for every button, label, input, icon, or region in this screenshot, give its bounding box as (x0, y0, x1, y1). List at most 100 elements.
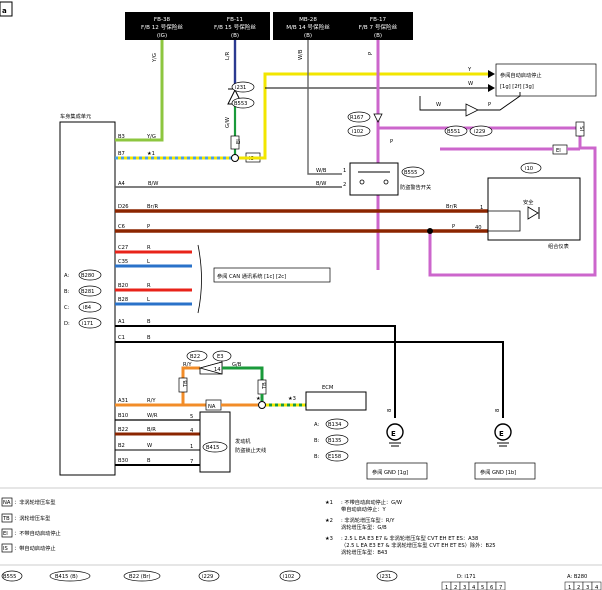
wire-c1-b (115, 341, 504, 418)
pin-e4: 4 (190, 428, 194, 434)
ref-remote-label: 参阅自动启动停止 (500, 71, 542, 79)
bcm-pin-b20: B20 (118, 283, 128, 289)
ecm-box (305, 391, 367, 411)
bcm-pin-c1: C1 (118, 335, 125, 341)
diode-b551-icon (465, 103, 479, 117)
conn-r167: R167 (350, 115, 364, 121)
bottom-pin-3: 4 (472, 585, 476, 590)
pin-sw1: 1 (343, 168, 346, 174)
note-0-line-1: 带自动启动停止：Y (341, 505, 387, 513)
note-0-line-0: : 不带自动启动停止：G/W (341, 498, 402, 506)
conn-b281: B281 (81, 289, 94, 295)
bottom-pin-1: 2 (454, 585, 457, 590)
ground-symbol-2: E (494, 423, 512, 447)
wire-w-label: W (468, 81, 473, 87)
fuse-fb38-line2: F/B 12 号保险丝 (141, 23, 183, 31)
bcm-pin-c6: C6 (118, 224, 125, 230)
wire-c27-label: R (147, 245, 151, 251)
wire-wb-label-vert: W/B (298, 49, 304, 60)
wire-b10-label: W/R (147, 413, 158, 419)
bcm-pin-c27: C27 (118, 245, 128, 251)
conn-b553: B553 (234, 101, 247, 107)
bottom-pin-8: 2 (577, 585, 580, 590)
diode-r167-icon (373, 113, 383, 123)
wire-gb-label: G/B (232, 362, 242, 368)
combination-meter-label: 组合仪表 (548, 242, 570, 250)
conn-b135: B135 (328, 438, 341, 444)
bcm-letter-d: D: (64, 321, 70, 327)
ref-remote-pages: [1g] [2f] [3g] (500, 84, 534, 90)
bottom-connector-strip: B555 B415 (B) B22 (Br) i229 i102 i231 D:… (1, 570, 602, 590)
security-led-icon (527, 206, 539, 220)
legend-text-1: ：涡轮增压车型 (14, 514, 50, 522)
bottom-pin-4: 5 (481, 585, 484, 590)
pin-e5: 5 (190, 414, 193, 420)
bcm-pin-a1: A1 (118, 319, 125, 325)
wire-b28-label: L (147, 297, 150, 303)
ecm-label: ECM (322, 385, 333, 391)
note-2-mark: ★3 (325, 536, 333, 542)
bcm-letter-b: B: (64, 289, 70, 295)
alarm-switch (349, 162, 399, 196)
bcm-pin-c35: C35 (118, 259, 128, 265)
legend-text-0: ：非涡轮增压车型 (14, 498, 56, 506)
fuse-box-fb11: FB-11 F/B 15 号保险丝 (B) (200, 12, 270, 40)
bottom-pin-10: 4 (595, 585, 599, 590)
gnd-symbol-1: E (391, 430, 396, 438)
fuse-fb17-line1: FB-17 (370, 17, 387, 23)
fuse-box-mb28: MB-28 M/B 14 号保险丝 (B) (273, 12, 343, 40)
gnd-ref-2: 参阅 GND [1b] (480, 468, 516, 476)
pin-m1: 1 (480, 205, 483, 211)
bottom-conn-0: B555 (3, 574, 16, 580)
wire-ry-tb-label: R/Y (183, 362, 192, 368)
fuse-fb17-line3: (B) (374, 33, 382, 39)
fuse-mb28-line3: (B) (304, 33, 312, 39)
wire-p-c6-label-2: P (452, 224, 455, 230)
bottom-conn-7: A: B280 (567, 574, 587, 580)
fuse-fb38-line3: (IG) (157, 33, 167, 39)
legend-tag-3: IS (3, 546, 8, 552)
note-2-line-0: : 2.5 L EA E3 E7 & 非涡轮增压车型 CVT EH ET ES：… (341, 534, 478, 542)
fuse-fb11-line2: F/B 15 号保险丝 (214, 23, 256, 31)
conn-i229: i229 (474, 129, 485, 135)
bottom-pin-9: 3 (586, 585, 589, 590)
bottom-pin-2: 3 (463, 585, 466, 590)
star1-b7: ★1 (147, 151, 155, 157)
bcm-pin-a31: A31 (118, 398, 128, 404)
immobilizer-antenna (199, 411, 231, 473)
note-1-line-0: : 非涡轮增压车型：R/Y (341, 516, 395, 524)
bottom-pin-7: 1 (568, 585, 571, 590)
mark-na: NA (208, 404, 216, 410)
fuse-mb28-line1: MB-28 (299, 17, 317, 23)
wire-c1-label: B (147, 335, 151, 341)
star2: ★2 (256, 396, 264, 402)
engine-label-1: 发动机 (235, 437, 251, 445)
conn-i231: i231 (235, 85, 246, 91)
wire-b20-label: R (147, 283, 151, 289)
alarm-switch-label: 防盗警告开关 (400, 183, 431, 191)
conn-e158: E158 (328, 454, 341, 460)
conn-b22: B22 (190, 354, 200, 360)
bottom-conn-6: D: i171 (457, 574, 476, 580)
mark-is-2: IS (580, 126, 586, 131)
conn-b551: B551 (447, 129, 460, 135)
wire-w-loop-label: W (436, 102, 441, 108)
bcm-pin-d26: D26 (118, 204, 129, 210)
pin-e1: 1 (190, 444, 193, 450)
bcm-pin-b10: B10 (118, 413, 128, 419)
note-2-line-1: （2.5 L EA E3 E7 & 非涡轮增压车型 CVT EH ET ES）除… (341, 541, 496, 549)
note-1-mark: ★2 (325, 518, 333, 524)
bottom-pin-row-1: 1 2 3 4 5 6 7 (441, 581, 506, 590)
bcm-letter-a: A: (64, 273, 69, 279)
bcm-pin-b28: B28 (118, 297, 128, 303)
legend-text-3: ：带自动启动停止 (14, 544, 56, 552)
bcm-pin-b7: B7 (118, 151, 125, 157)
bottom-conn-4: i102 (283, 574, 294, 580)
wire-brr-label-1: Br/R (147, 204, 158, 210)
ground-symbol-1: E (386, 423, 404, 447)
fuse-mb28-line2: M/B 14 号保险丝 (286, 23, 330, 31)
wire-yg-label: Y/G (146, 134, 156, 140)
wire-p-label-vert: P (368, 52, 374, 55)
mark-tb-2: TB (262, 382, 268, 390)
